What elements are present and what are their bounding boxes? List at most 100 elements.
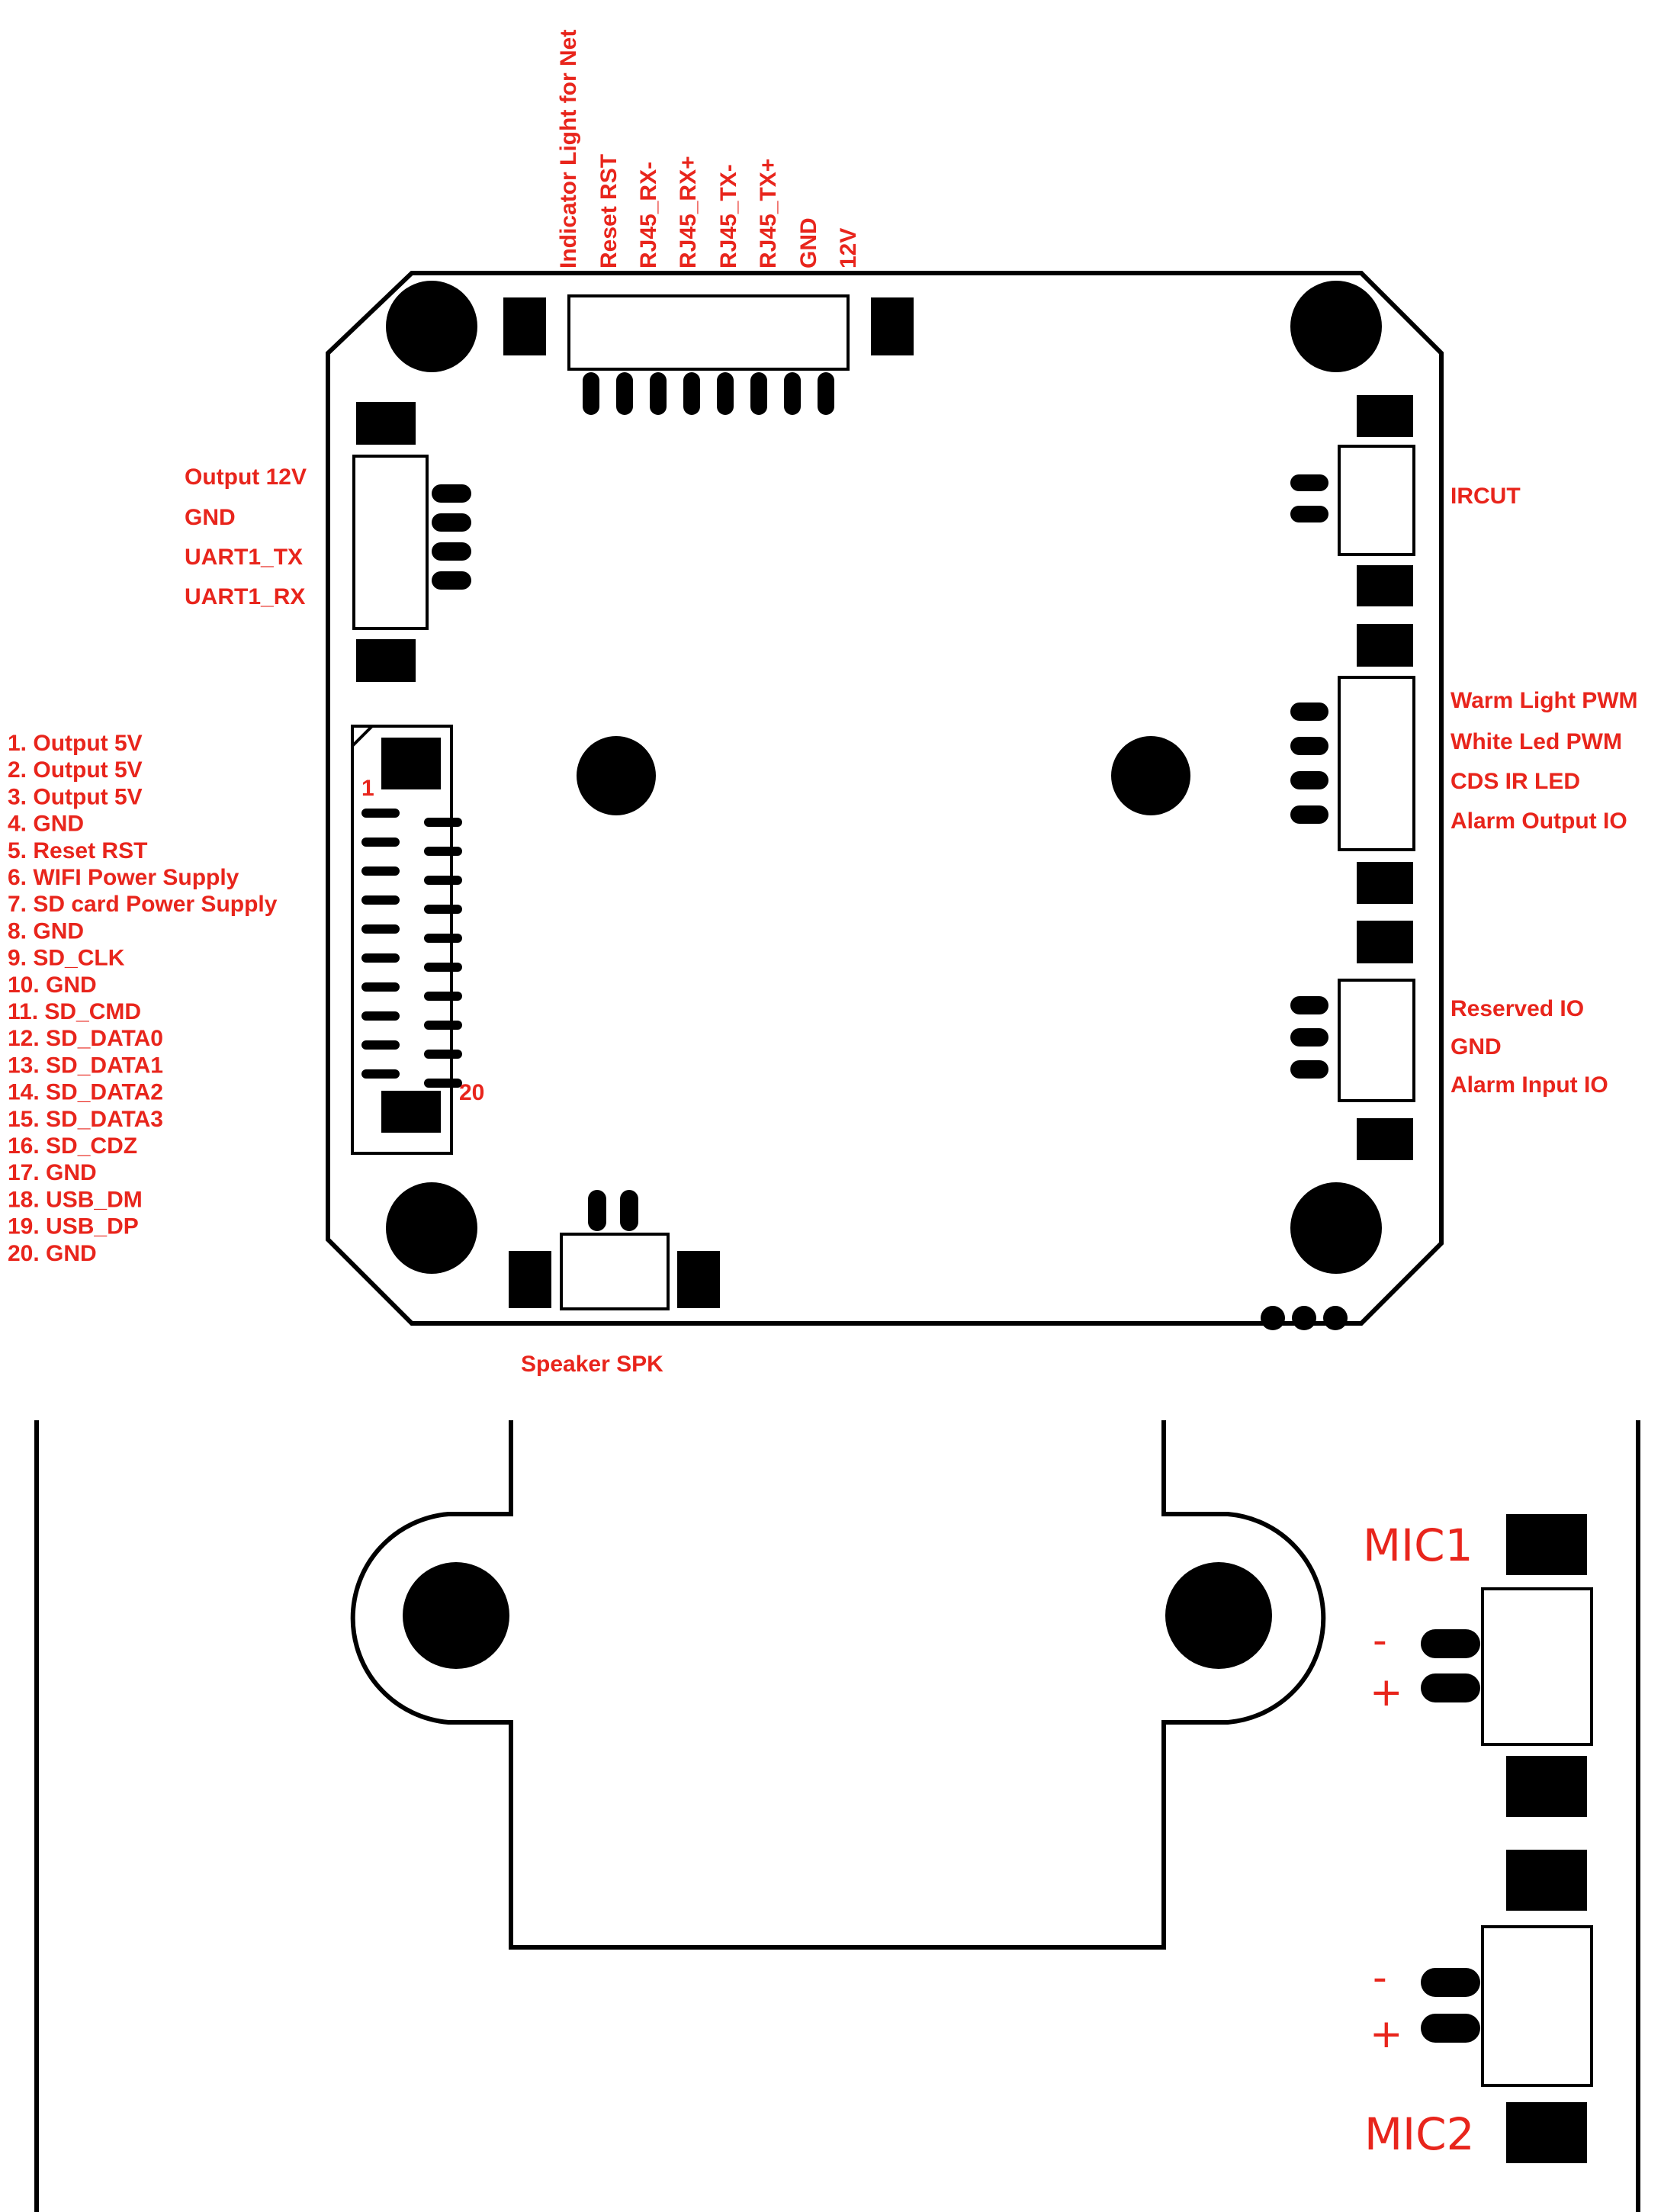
pin-list-item: 14. SD_DATA2: [8, 1080, 163, 1105]
uart-housing: [352, 455, 429, 630]
io-pins: [1290, 996, 1328, 1079]
pin-list-item: 19. USB_DP: [8, 1214, 139, 1239]
io-pin: [1290, 996, 1328, 1014]
pin-list-item: 6. WIFI Power Supply: [8, 865, 239, 890]
pin-list-item: 1. Output 5V: [8, 731, 143, 756]
fpc-pin-odd: [361, 866, 400, 876]
speaker-pad-left: [509, 1251, 551, 1308]
mic2-housing: [1481, 1925, 1593, 2087]
speaker-pad-right: [677, 1251, 720, 1308]
rj45-pin: [650, 372, 667, 415]
fpc-pin-odd: [361, 1069, 400, 1079]
uart-pin: [432, 571, 471, 590]
io-pin: [1290, 1060, 1328, 1079]
io-label-reserved: Reserved IO: [1451, 996, 1584, 1021]
mounting-hole-bottom-right: [1290, 1182, 1382, 1274]
pin-list-item: 3. Output 5V: [8, 784, 143, 809]
speaker-connector: [509, 1190, 720, 1310]
ircut-pin-2: [1290, 506, 1328, 522]
mic2-pin-minus: [1421, 1968, 1480, 1997]
fpc-pin-odd: [361, 953, 400, 963]
test-point-3: [1323, 1306, 1348, 1330]
io-housing: [1338, 979, 1415, 1102]
fpc-pin-odd: [361, 809, 400, 818]
pin-list-item: 16. SD_CDZ: [8, 1133, 137, 1159]
mic1-pad-bottom: [1506, 1756, 1587, 1817]
rj45-pad-right: [871, 297, 914, 355]
rj45-pin: [784, 372, 801, 415]
rj45-pin: [818, 372, 834, 415]
io-pin: [1290, 1028, 1328, 1047]
fpc-connector: [351, 725, 462, 1155]
speaker-pin-1: [588, 1190, 606, 1231]
pin-list-item: 10. GND: [8, 973, 97, 998]
fpc-pin-even: [424, 847, 462, 856]
fpc-pin-even: [424, 934, 462, 943]
fpc-pin-even: [424, 1021, 462, 1030]
uart-pad-top: [356, 402, 416, 445]
mic1-label: MIC1: [1363, 1519, 1473, 1571]
pin-list-item: 17. GND: [8, 1160, 97, 1185]
pwm-pins: [1290, 703, 1328, 824]
fpc-mark-last: 20: [459, 1080, 484, 1105]
pin-list-item: 11. SD_CMD: [8, 999, 141, 1024]
pin-list-item: 2. Output 5V: [8, 757, 143, 783]
fpc-mark-first: 1: [361, 776, 374, 801]
pwm-label-cds: CDS IR LED: [1451, 769, 1580, 794]
fpc-pin-odd: [361, 838, 400, 847]
left-uart-labels: Output 12V GND UART1_TX UART1_RX: [185, 465, 307, 609]
mic1-housing: [1481, 1587, 1593, 1746]
rj45-pin: [583, 372, 599, 415]
pin-list-item: 18. USB_DM: [8, 1187, 143, 1212]
top-header-label: GND: [796, 217, 821, 268]
mounting-hole-top-left: [386, 281, 477, 372]
io-labels: Reserved IO GND Alarm Input IO: [1451, 996, 1608, 1098]
uart-pad-bottom: [356, 639, 416, 682]
ircut-housing: [1338, 445, 1415, 556]
rj45-pin: [616, 372, 633, 415]
uart-pin: [432, 542, 471, 561]
pwm-label-alarm-out: Alarm Output IO: [1451, 809, 1627, 834]
top-header-label: 12V: [836, 228, 861, 268]
ircut-pin-1: [1290, 474, 1328, 491]
io-connector: [1290, 921, 1415, 1160]
mic2-minus-label: -: [1373, 1955, 1387, 2001]
rj45-connector: [503, 294, 914, 415]
uart-connector: [352, 402, 471, 682]
pin-list-item: 5. Reset RST: [8, 838, 147, 863]
pin-list-item: 7. SD card Power Supply: [8, 892, 278, 917]
top-header-label: Indicator Light for Net: [556, 30, 581, 268]
uart-pin: [432, 484, 471, 503]
rj45-pin: [683, 372, 700, 415]
uart-label-output-12v: Output 12V: [185, 465, 307, 490]
pin-list-item: 15. SD_DATA3: [8, 1107, 163, 1132]
fpc-pin-odd: [361, 895, 400, 905]
mounting-hole-top-right: [1290, 281, 1382, 372]
mic2-pad-top: [1506, 1850, 1587, 1911]
io-pad-bottom: [1357, 1118, 1413, 1160]
fpc-pin-odd: [361, 924, 400, 934]
mounting-hole-center-left: [577, 736, 656, 815]
uart-label-rx: UART1_RX: [185, 584, 305, 609]
io-pad-top: [1357, 921, 1413, 963]
fpc-pad-bottom: [381, 1091, 441, 1133]
mic1-plus-label: +: [1370, 1670, 1403, 1715]
pwm-label-white: White Led PWM: [1451, 729, 1622, 754]
mic2-pin-plus: [1421, 2014, 1480, 2043]
top-header-label: RJ45_TX+: [756, 159, 781, 268]
pwm-pin: [1290, 771, 1328, 789]
speaker-pin-2: [620, 1190, 638, 1231]
top-header-label: RJ45_TX-: [716, 164, 741, 268]
pwm-label-warm: Warm Light PWM: [1451, 688, 1638, 713]
pwm-pin: [1290, 703, 1328, 721]
rj45-pad-left: [503, 297, 546, 355]
pin-list-item: 13. SD_DATA1: [8, 1053, 163, 1078]
pin-list-item: 20. GND: [8, 1241, 97, 1266]
io-label-alarm-in: Alarm Input IO: [1451, 1072, 1608, 1098]
lens-mount-outline: [350, 1420, 1326, 1950]
fpc-pad-top: [381, 738, 441, 789]
pwm-pin: [1290, 805, 1328, 824]
fpc-pin-even: [424, 963, 462, 972]
ircut-label: IRCUT: [1451, 484, 1521, 509]
